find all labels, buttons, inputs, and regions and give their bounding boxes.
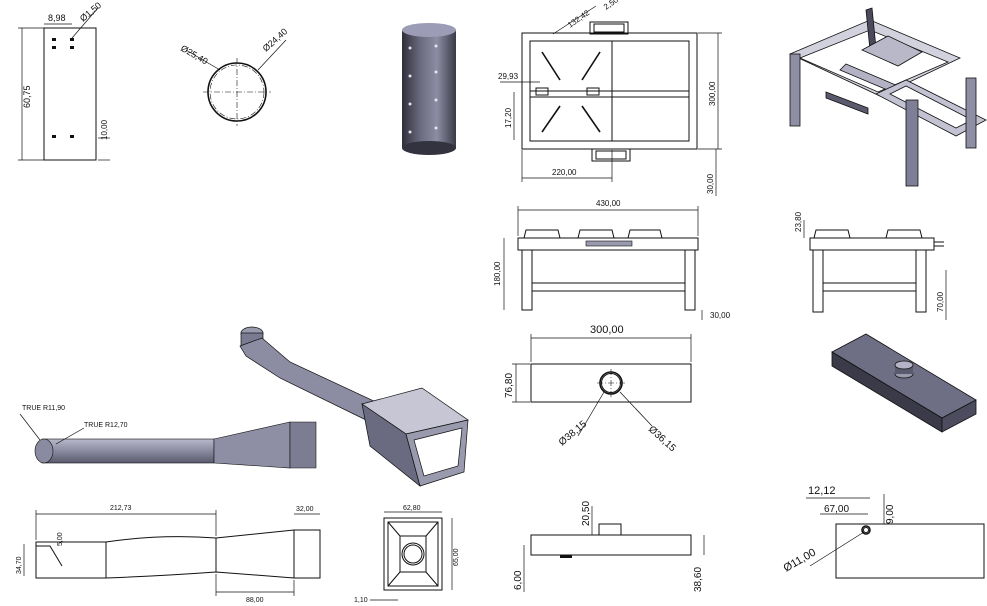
dim-hole-offset: 8,98	[48, 13, 66, 23]
dim-funnel-length: 212,73	[110, 505, 132, 512]
cylinder-holes	[408, 44, 438, 134]
dim-end-height: 65,00	[453, 548, 460, 566]
funnel-end-view: 62,80 65,00 1,10	[354, 505, 460, 604]
dim-frame-height: 180,00	[493, 261, 502, 286]
dim-left: 29,93	[498, 72, 519, 81]
dim-block-height: 38,60	[693, 567, 704, 592]
frame-front-view: 430,00 180,00 30,00	[493, 199, 731, 320]
dim-boss-height: 20,50	[581, 501, 592, 526]
dim-foot: 30,00	[706, 173, 715, 194]
dim-block-thick: 6,00	[513, 570, 524, 590]
frame-iso-view	[789, 7, 987, 187]
block-outline	[530, 363, 692, 403]
dim-tube-bottom: 10,00	[100, 119, 109, 140]
dim-boss-inner: Ø36,15	[646, 424, 678, 454]
dim-block-width: 76,80	[504, 373, 515, 398]
dim-side-bottom: 70,00	[936, 291, 945, 312]
dim-funnel-end: 32,00	[296, 506, 314, 513]
dim-funnel-neck: 34,70	[16, 556, 23, 574]
label-radius-inner: TRUE R12,70	[84, 422, 128, 429]
dim-hole-b: 67,00	[824, 504, 849, 515]
cylinder-body	[402, 30, 456, 148]
label-radius-outer: TRUE R11,90	[22, 405, 65, 412]
frame-side-view: 23,80 70,00	[794, 211, 947, 320]
dim-frame-length: 430,00	[596, 199, 621, 208]
dim-funnel-bottom: 88,00	[246, 597, 264, 604]
block-side-view: 20,50 6,00 38,60	[513, 501, 705, 592]
dim-frame-foot: 30,00	[710, 311, 731, 320]
dim-block-length: 300,00	[590, 324, 624, 336]
dim-end-width: 62,80	[403, 505, 421, 512]
tube-holes	[52, 38, 74, 138]
dim-hole-dia-detail: Ø11,00	[782, 547, 819, 575]
dim-hole-c: 9,00	[885, 504, 896, 524]
dim-inner-dia: Ø24,40	[261, 26, 290, 53]
dim-outer-dia: Ø25,40	[179, 43, 210, 66]
dim-side-top: 23,80	[794, 211, 803, 232]
tube-front-view: 60,75 8,98 Ø1,50 10,00	[18, 0, 110, 161]
funnel-side-view: 212,73 32,00 34,70 5,00 88,00	[16, 505, 321, 604]
dim-funnel-lip: 5,00	[57, 532, 64, 546]
funnel-iso-right-view	[239, 326, 469, 487]
dim-height: 300,00	[708, 81, 717, 106]
dim-mid: 17,20	[504, 107, 513, 128]
dim-hole-dia: Ø1,50	[78, 0, 103, 23]
tube-outline	[43, 27, 97, 161]
dim-tube-height: 60,75	[22, 85, 32, 108]
dim-boss-outer: Ø38,15	[557, 419, 590, 449]
frame-top-view: 132,42 2,50 29,93 17,20 220,00 300,00 30…	[498, 0, 722, 196]
funnel-iso-view: TRUE R11,90 TRUE R12,70	[19, 405, 317, 469]
dim-hole-a: 12,12	[808, 485, 836, 497]
dim-tab: 2,50	[602, 0, 620, 12]
dim-width: 220,00	[552, 168, 577, 177]
tube-section-view: Ø25,40 Ø24,40	[179, 26, 289, 126]
block-hole-view: 12,12 67,00 9,00 Ø11,00	[782, 485, 985, 579]
dim-diag: 132,42	[566, 8, 592, 30]
dim-end-wall: 1,10	[354, 597, 368, 604]
tube-iso-view	[402, 23, 456, 155]
block-top-view: 300,00 76,80 Ø38,15 Ø36,15	[504, 324, 692, 454]
block-iso-view	[831, 333, 977, 433]
